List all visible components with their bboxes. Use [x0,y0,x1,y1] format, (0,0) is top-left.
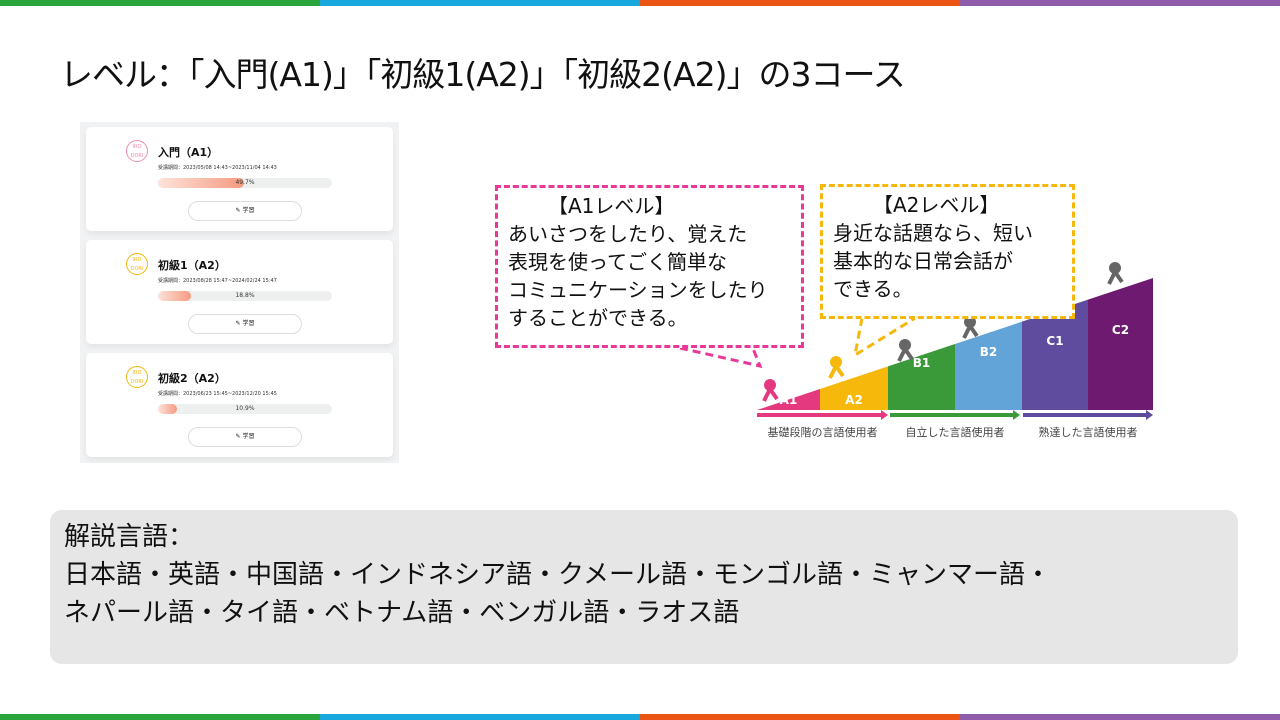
course-period: 受講期間：2023/05/08 14:43~2023/11/04 14:43 [158,165,277,171]
a2-heading: 【A2レベル】 [873,193,1000,217]
runner-icon [897,345,914,362]
stage-arrowhead [1146,410,1153,420]
a1-line: 表現を使ってごく簡単な [508,250,727,274]
level-label: B1 [913,356,931,370]
level-a1 [757,389,820,410]
progress-label: 10.9% [235,405,255,412]
stage-label: 自立した言語使用者 [906,425,1005,439]
level-label: C1 [1046,334,1063,348]
a2-line: 身近な話題なら、短い [833,221,1033,245]
runner-icon [828,362,845,379]
a2-line: 基本的な日常会話が [833,249,1013,273]
course-card: IRO DORI 入門（A1） 受講期間：2023/05/08 14:43~20… [86,127,393,231]
runner-icon [899,339,911,351]
course-period: 受講期間：2023/06/23 15:45~2023/12/20 15:45 [158,391,277,397]
progress-label: 49.7% [235,179,255,186]
languages-line: 日本語・英語・中国語・インドネシア語・クメール語・モンゴル語・ミャンマー語・ [64,560,1051,590]
course-list: IRO DORI 入門（A1） 受講期間：2023/05/08 14:43~20… [80,122,399,463]
study-button[interactable]: ✎ 学習 [188,314,302,334]
stage-arrowhead [881,410,888,420]
level-c1 [1022,299,1088,410]
level-label: A2 [845,393,863,407]
stage-arrowhead [1013,410,1020,420]
progress-label: 18.8% [235,292,255,299]
level-b1 [888,344,955,410]
runner-icon [764,379,776,391]
a1-line: コミュニケーションをしたり [508,278,768,302]
runner-icon [762,385,779,402]
a1-callout-tail [679,345,763,369]
languages-heading: 解説言語： [64,522,195,552]
bottom-stripe [0,714,1280,720]
course-logo: IRO DORI [126,253,148,275]
course-name: 入門（A1） [158,146,219,159]
level-b2 [955,321,1022,410]
a1-line: することができる。 [508,306,688,330]
a2-line: できる。 [833,277,913,301]
a1-level-callout: 【A1レベル】 あいさつをしたり、覚えた 表現を使ってごく簡単な コミュニケーシ… [495,185,804,348]
course-period: 受講期間：2023/08/28 15:47~2024/02/24 15:47 [158,278,277,284]
course-card: IRO DORI 初級2（A2） 受講期間：2023/06/23 15:45~2… [86,353,393,457]
stage-label: 基礎段階の言語使用者 [768,425,878,439]
explanation-languages-panel: 解説言語： 日本語・英語・中国語・インドネシア語・クメール語・モンゴル語・ミャン… [50,510,1238,664]
languages-line: ネパール語・タイ語・ベトナム語・ベンガル語・ラオス語 [64,598,740,628]
course-name: 初級1（A2） [158,259,226,272]
course-logo: IRO DORI [126,140,148,162]
progress-bar: 10.9% [158,404,332,414]
level-label: B2 [980,345,998,359]
level-label: C2 [1112,323,1129,337]
study-button[interactable]: ✎ 学習 [188,201,302,221]
slide-title: レベル：「入門(A1)」「初級1(A2)」「初級2(A2)」の3コース [60,55,906,94]
course-logo: IRO DORI [126,366,148,388]
study-button[interactable]: ✎ 学習 [188,427,302,447]
a2-level-callout: 【A2レベル】 身近な話題なら、短い 基本的な日常会話が できる。 [820,184,1075,319]
level-a2 [820,366,888,410]
level-label: A1 [780,393,798,407]
runner-icon [830,356,842,368]
runner-icon [964,316,976,328]
course-card: IRO DORI 初級1（A2） 受講期間：2023/08/28 15:47~2… [86,240,393,344]
stage-label: 熟達した言語使用者 [1039,425,1138,439]
top-stripe [0,0,1280,6]
runner-icon [962,322,979,339]
a2-callout-tail [852,313,921,359]
level-c2 [1088,278,1153,410]
course-name: 初級2（A2） [158,372,226,385]
progress-bar: 18.8% [158,291,332,301]
runner-icon [1107,268,1124,285]
progress-bar: 49.7% [158,178,332,188]
a1-line: あいさつをしたり、覚えた [508,222,748,246]
a1-heading: 【A1レベル】 [548,194,675,218]
runner-icon [1109,262,1121,274]
